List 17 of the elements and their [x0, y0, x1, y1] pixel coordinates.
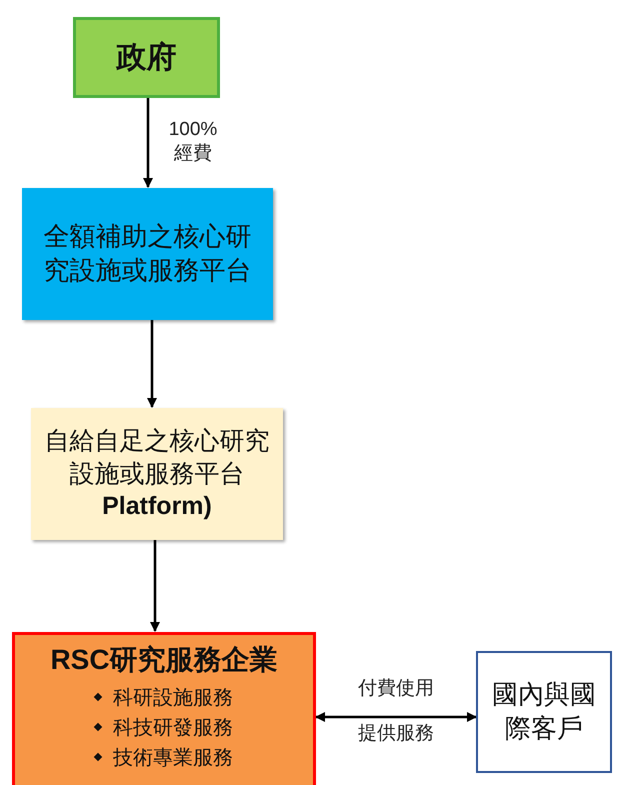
node-text: 政府	[114, 40, 178, 76]
node-heading: RSC研究服務企業	[49, 643, 279, 677]
process-box	[31, 408, 283, 540]
arrow	[147, 320, 157, 408]
node-text: 全額補助之核心研究設施或服務平台	[42, 220, 252, 287]
node-text: 自給自足之核心研究設施或服務平台Platform)	[44, 426, 270, 522]
bullet-text: 技術專業服務	[113, 746, 233, 769]
bullet-text: 科研設施服務	[113, 686, 233, 709]
customer-box	[476, 651, 612, 773]
process-box	[73, 17, 220, 98]
bullet-text: 科技研發服務	[113, 716, 233, 739]
arrow	[315, 712, 477, 722]
process-box	[22, 188, 273, 320]
node-text: 國內與國際客戶	[491, 678, 597, 745]
arrow	[150, 540, 160, 632]
process-box	[12, 632, 316, 785]
arrow	[143, 98, 153, 188]
